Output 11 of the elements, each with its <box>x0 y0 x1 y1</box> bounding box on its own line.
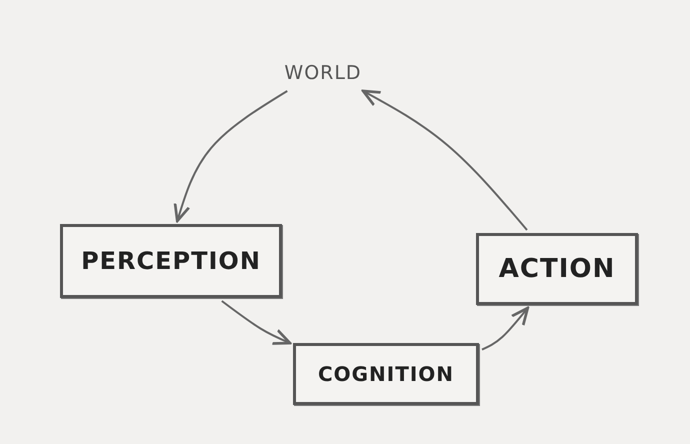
arrow <box>362 90 528 231</box>
arrow <box>174 90 288 222</box>
box-label: PERCEPTION <box>81 247 261 275</box>
node-label: WORLD <box>284 62 362 84</box>
process-box <box>60 224 282 298</box>
process-box <box>476 233 638 305</box>
arrow <box>482 306 530 350</box>
arrow <box>221 300 292 345</box>
process-box <box>293 343 479 405</box>
box-label: COGNITION <box>318 362 454 386</box>
box-label: ACTION <box>498 254 616 284</box>
